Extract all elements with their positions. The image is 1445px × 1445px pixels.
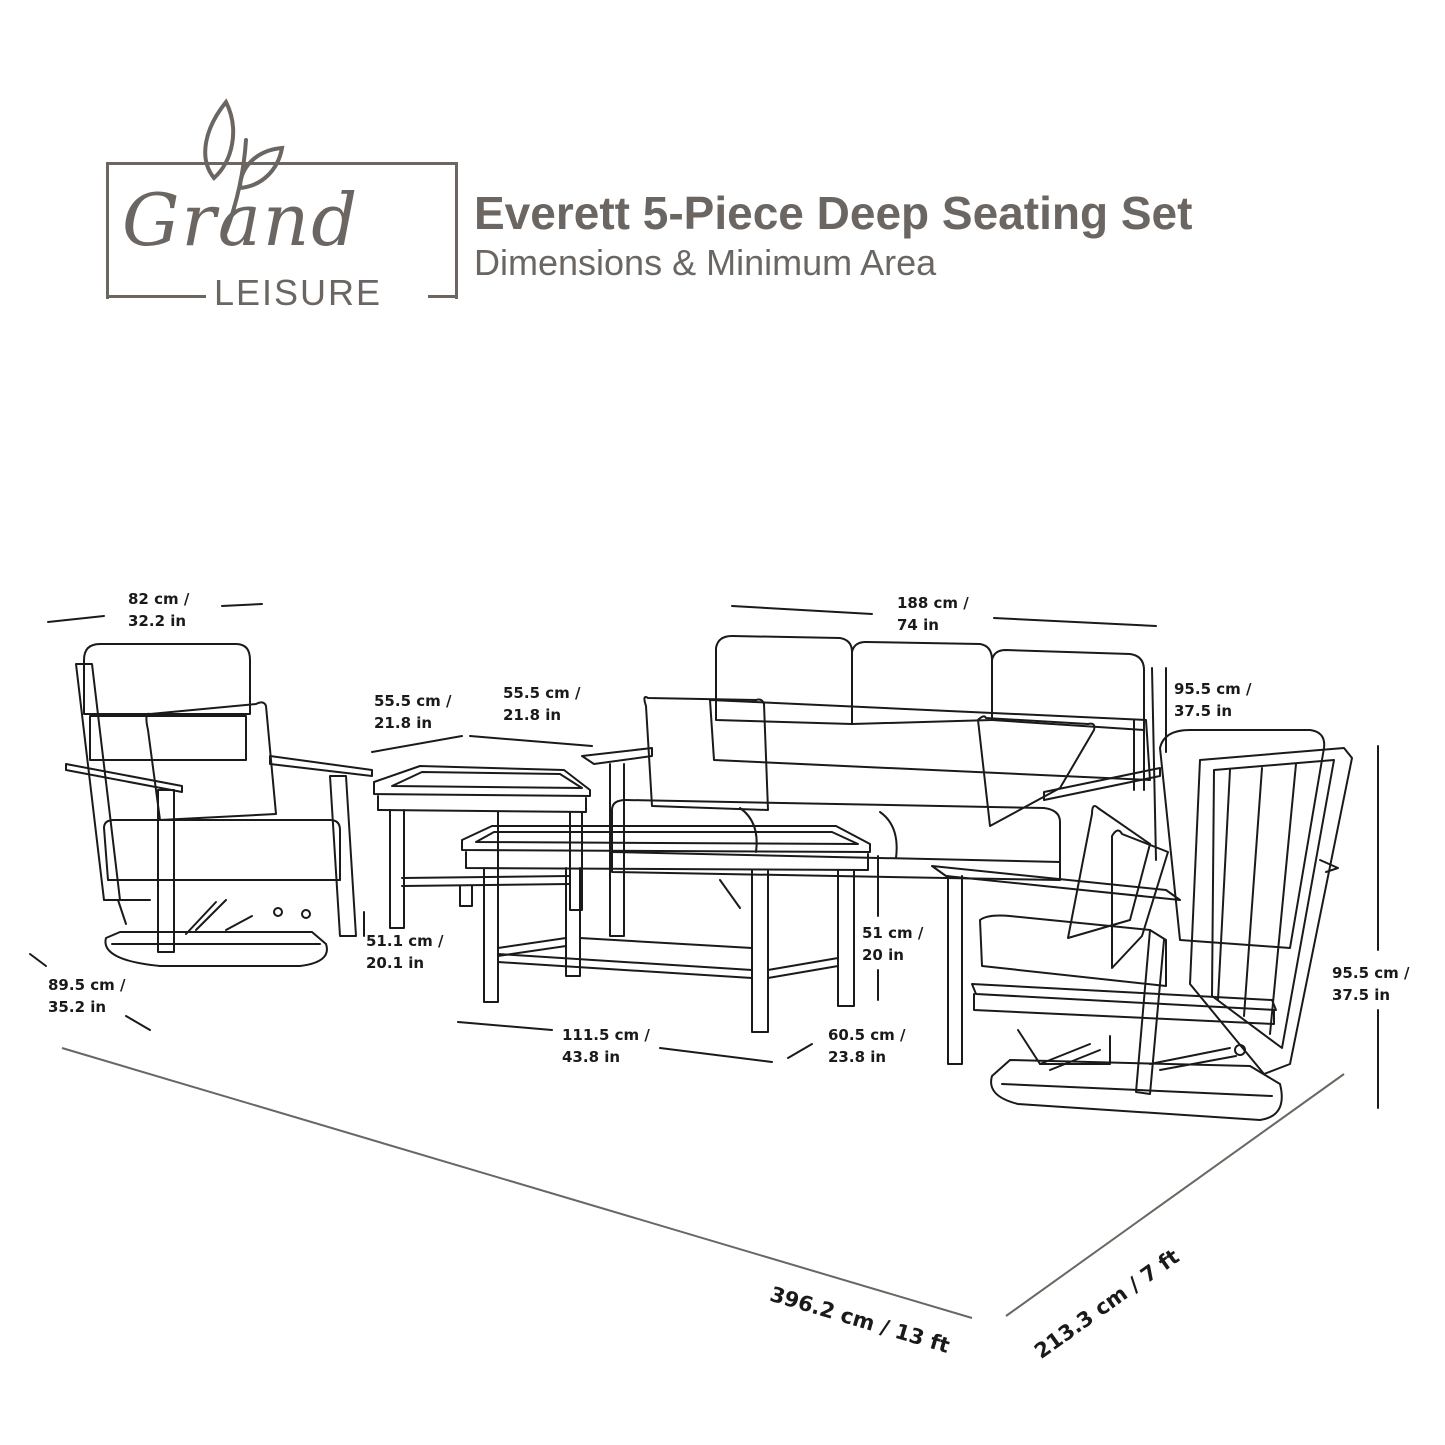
dim-sofa-width: 188 cm /74 in: [897, 594, 969, 634]
logo-frame: [106, 162, 458, 299]
logo-frame-bottom-left: [106, 295, 206, 298]
logo-script-name: Grand: [122, 178, 360, 262]
page-title: Everett 5-Piece Deep Seating Set: [474, 187, 1193, 239]
sofa: [581, 635, 1161, 937]
dim-side-table-depth: 55.5 cm /21.8 in: [503, 684, 581, 724]
dim-coffee-table-height: 51 cm /20 in: [862, 924, 924, 964]
dimension-lines: [29, 603, 1379, 1109]
dim-side-table-height: 51.1 cm /20.1 in: [366, 932, 444, 972]
logo-frame-bottom-right: [428, 295, 455, 298]
coffee-table: [461, 825, 871, 1033]
logo-wordmark: LEISURE: [214, 272, 383, 313]
dim-swivel-chair-width: 82 cm /32.2 in: [128, 590, 190, 630]
left-swivel-chair: [65, 643, 373, 967]
side-table: [373, 765, 591, 929]
dim-sofa-height: 95.5 cm /37.5 in: [1174, 680, 1252, 720]
dim-swivel-chair-depth: 89.5 cm /35.2 in: [48, 976, 126, 1016]
dim-side-table-width: 55.5 cm /21.8 in: [374, 692, 452, 732]
dim-coffee-table-depth: 60.5 cm /23.8 in: [828, 1026, 906, 1066]
dim-right-chair-height: 95.5 cm /37.5 in: [1332, 964, 1410, 1004]
dim-coffee-table-length: 111.5 cm /43.8 in: [562, 1026, 650, 1066]
right-swivel-chair: [931, 729, 1353, 1121]
page-subtitle: Dimensions & Minimum Area: [474, 242, 937, 283]
area-lines: [61, 1047, 1345, 1319]
